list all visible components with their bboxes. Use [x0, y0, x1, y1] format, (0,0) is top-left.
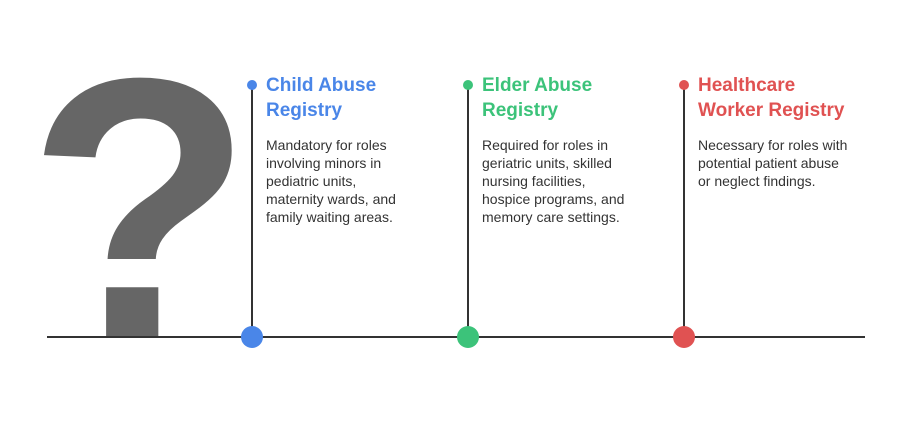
description-line: maternity wards, and	[266, 191, 396, 207]
elder-abuse-title-line2: Registry	[482, 100, 559, 121]
description-line: potential patient abuse	[698, 155, 839, 171]
description-line: family waiting areas.	[266, 209, 393, 225]
description-line: Mandatory for roles	[266, 137, 387, 153]
child-abuse-description: Mandatory for roles involving minors in …	[266, 136, 466, 226]
elder-abuse-description: Required for roles in geriatric units, s…	[482, 136, 682, 226]
description-line: pediatric units,	[266, 173, 357, 189]
description-line: nursing facilities,	[482, 173, 586, 189]
healthcare-worker-title-line2: Worker Registry	[698, 100, 845, 121]
description-line: Required for roles in	[482, 137, 609, 153]
top-dot-healthcare-worker	[679, 80, 689, 90]
healthcare-worker-description: Necessary for roles with potential patie…	[698, 136, 898, 190]
healthcare-worker-title: Healthcare Worker Registry	[698, 73, 898, 123]
child-abuse-title-line2: Registry	[266, 100, 343, 121]
description-line: geriatric units, skilled	[482, 155, 612, 171]
node-healthcare-worker	[673, 326, 695, 348]
healthcare-worker-title-line1: Healthcare	[698, 75, 796, 96]
top-dot-child-abuse	[247, 80, 257, 90]
description-line: hospice programs, and	[482, 191, 625, 207]
top-dot-elder-abuse	[463, 80, 473, 90]
description-line: memory care settings.	[482, 209, 620, 225]
description-line: Necessary for roles with	[698, 137, 848, 153]
elder-abuse-title-line1: Elder Abuse	[482, 75, 593, 96]
node-elder-abuse	[457, 326, 479, 348]
elder-abuse-title: Elder Abuse Registry	[482, 73, 682, 123]
node-child-abuse	[241, 326, 263, 348]
child-abuse-title-line1: Child Abuse	[266, 75, 377, 96]
question-mark-icon: ?	[27, 2, 253, 415]
description-line: involving minors in	[266, 155, 382, 171]
description-line: or neglect findings.	[698, 173, 816, 189]
child-abuse-title: Child Abuse Registry	[266, 73, 466, 123]
